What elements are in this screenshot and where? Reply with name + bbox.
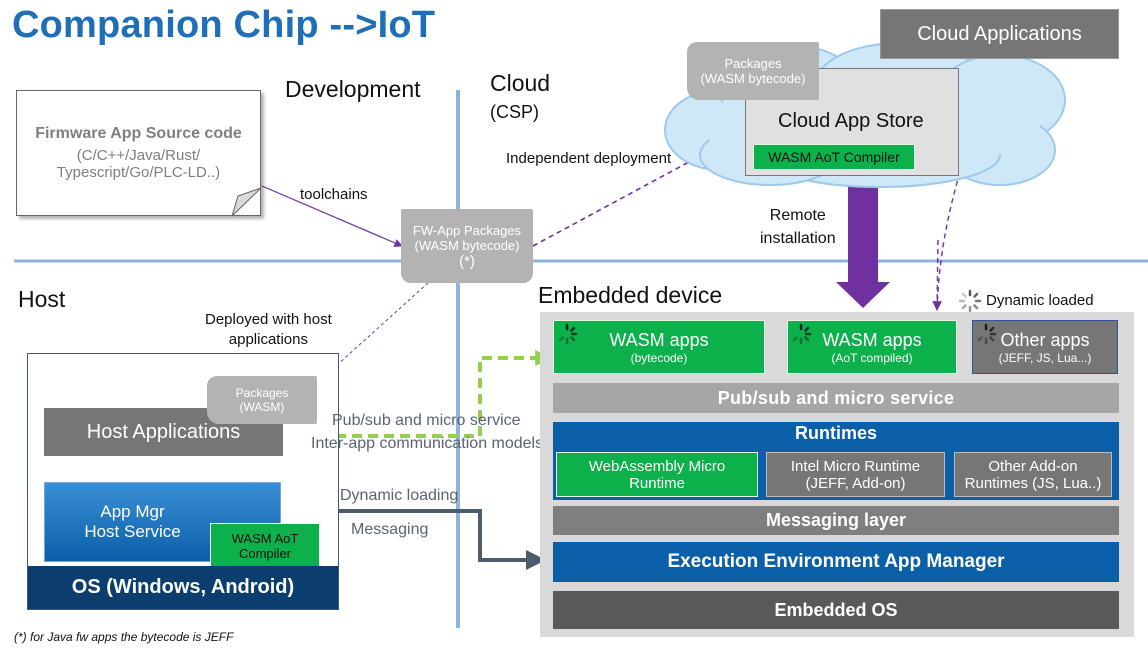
- toolchains-arrow: [261, 185, 403, 247]
- fw-app-package: FW-App Packages (WASM bytecode) (*): [401, 209, 533, 283]
- deployed-host-arrow: [315, 282, 429, 385]
- deployed-host-line2: applications: [228, 331, 308, 348]
- wasm-apps-bytecode: WASM apps (bytecode): [553, 320, 765, 374]
- pubsub-micro-label: Pub/sub and micro service: [332, 412, 521, 429]
- fw-package-line3: (*): [459, 252, 475, 270]
- wasm-apps-2-sub: (AoT compiled): [831, 350, 913, 365]
- cloud-package-line2: (WASM bytecode): [700, 71, 806, 86]
- wasm-apps-aot: WASM apps (AoT compiled): [787, 320, 957, 374]
- addon-line2: Runtimes (JS, Lua..): [964, 474, 1102, 492]
- wasm-apps-1-sub: (bytecode): [630, 350, 688, 365]
- addon-line1: Other Add-on: [988, 457, 1078, 475]
- other-apps-title: Other apps: [1000, 329, 1090, 350]
- other-apps: Other apps (JEFF, JS, Lua...): [972, 320, 1118, 374]
- firmware-title: Firmware App Source code: [35, 125, 242, 142]
- region-cloud: Cloud: [490, 70, 551, 96]
- host-compiler-line1: WASM AoT: [231, 531, 299, 546]
- wamr-line1: WebAssembly Micro: [588, 457, 726, 475]
- addon-runtime-box: Other Add-on Runtimes (JS, Lua..): [954, 452, 1112, 497]
- host-os-bar: OS (Windows, Android): [28, 566, 338, 609]
- remote-installation-line2: installation: [760, 230, 836, 247]
- wamr-line2: Runtime: [629, 474, 685, 492]
- cloud-applications-box: Cloud Applications: [880, 9, 1119, 59]
- pubsub-bar: Pub/sub and micro service: [553, 383, 1119, 413]
- messaging-label: Messaging: [351, 521, 429, 538]
- firmware-languages-2: Typescript/Go/PLC-LD..): [56, 164, 221, 181]
- firmware-source-box: Firmware App Source code (C/C++/Java/Rus…: [16, 90, 261, 216]
- footnote: (*) for Java fw apps the bytecode is JEF…: [14, 630, 234, 644]
- doc-fold-icon: [232, 188, 262, 217]
- dynamic-loading-label: Dynamic loading: [340, 487, 459, 504]
- host-package-line2: (WASM): [239, 400, 285, 414]
- region-development: Development: [285, 76, 421, 102]
- cloud-app-store-title: Cloud App Store: [778, 110, 924, 132]
- firmware-languages-1: (C/C++/Java/Rust/: [76, 147, 201, 164]
- pubsub-green-arrow: [288, 350, 552, 438]
- fw-package-line1: FW-App Packages: [412, 222, 522, 238]
- exec-env-bar: Execution Environment App Manager: [553, 542, 1119, 582]
- deployed-host-line1: Deployed with host: [205, 311, 332, 328]
- runtimes-title: Runtimes: [794, 423, 877, 443]
- independent-deployment-label: Independent deployment: [506, 150, 672, 167]
- host-package-line1: Packages: [235, 386, 289, 400]
- spinner-icon: [792, 323, 812, 345]
- deployed-host-label: Deployed with host applications: [205, 310, 332, 350]
- cloud-aot-compiler: WASM AoT Compiler: [753, 144, 915, 170]
- remote-installation-label: Remote installation: [760, 204, 836, 250]
- app-mgr-line2: Host Service: [84, 522, 181, 541]
- wamr-box: WebAssembly Micro Runtime: [556, 452, 758, 497]
- app-mgr-line1: App Mgr: [100, 502, 165, 521]
- fw-package-line2: (WASM bytecode): [414, 237, 520, 253]
- spinner-icon: [558, 323, 578, 345]
- intel-line1: Intel Micro Runtime: [790, 457, 921, 475]
- region-host: Host: [18, 286, 66, 312]
- dynamic-loaded-label: Dynamic loaded: [986, 292, 1094, 309]
- cloud-package-line1: Packages: [724, 56, 782, 71]
- spinner-icon: [977, 323, 997, 345]
- intel-line2: (JEFF, Add-on): [805, 474, 906, 492]
- page-title: Companion Chip -->IoT: [12, 4, 436, 46]
- toolchains-label: toolchains: [300, 186, 368, 203]
- loading-spinner-icon: [958, 289, 982, 313]
- host-compiler-line2: Compiler: [238, 546, 291, 561]
- messaging-layer-bar: Messaging layer: [553, 506, 1119, 535]
- other-apps-sub: (JEFF, JS, Lua...): [998, 350, 1092, 365]
- cloud-package: Packages (WASM bytecode): [687, 42, 819, 100]
- host-aot-compiler: WASM AoT Compiler: [210, 523, 320, 569]
- remote-installation-arrow: [836, 176, 890, 308]
- region-cloud-sub: (CSP): [490, 102, 539, 122]
- intel-runtime-box: Intel Micro Runtime (JEFF, Add-on): [766, 452, 945, 497]
- host-applications-box: Host Applications: [44, 408, 283, 456]
- wasm-apps-2-title: WASM apps: [822, 329, 922, 350]
- inter-app-label: Inter-app communication models: [311, 435, 544, 452]
- wasm-apps-1-title: WASM apps: [609, 329, 709, 350]
- host-package: Packages (WASM): [207, 376, 317, 424]
- embedded-os-bar: Embedded OS: [553, 591, 1119, 629]
- region-embedded: Embedded device: [538, 282, 723, 308]
- remote-installation-line1: Remote: [769, 207, 826, 224]
- messaging-slate-arrow: [298, 509, 546, 570]
